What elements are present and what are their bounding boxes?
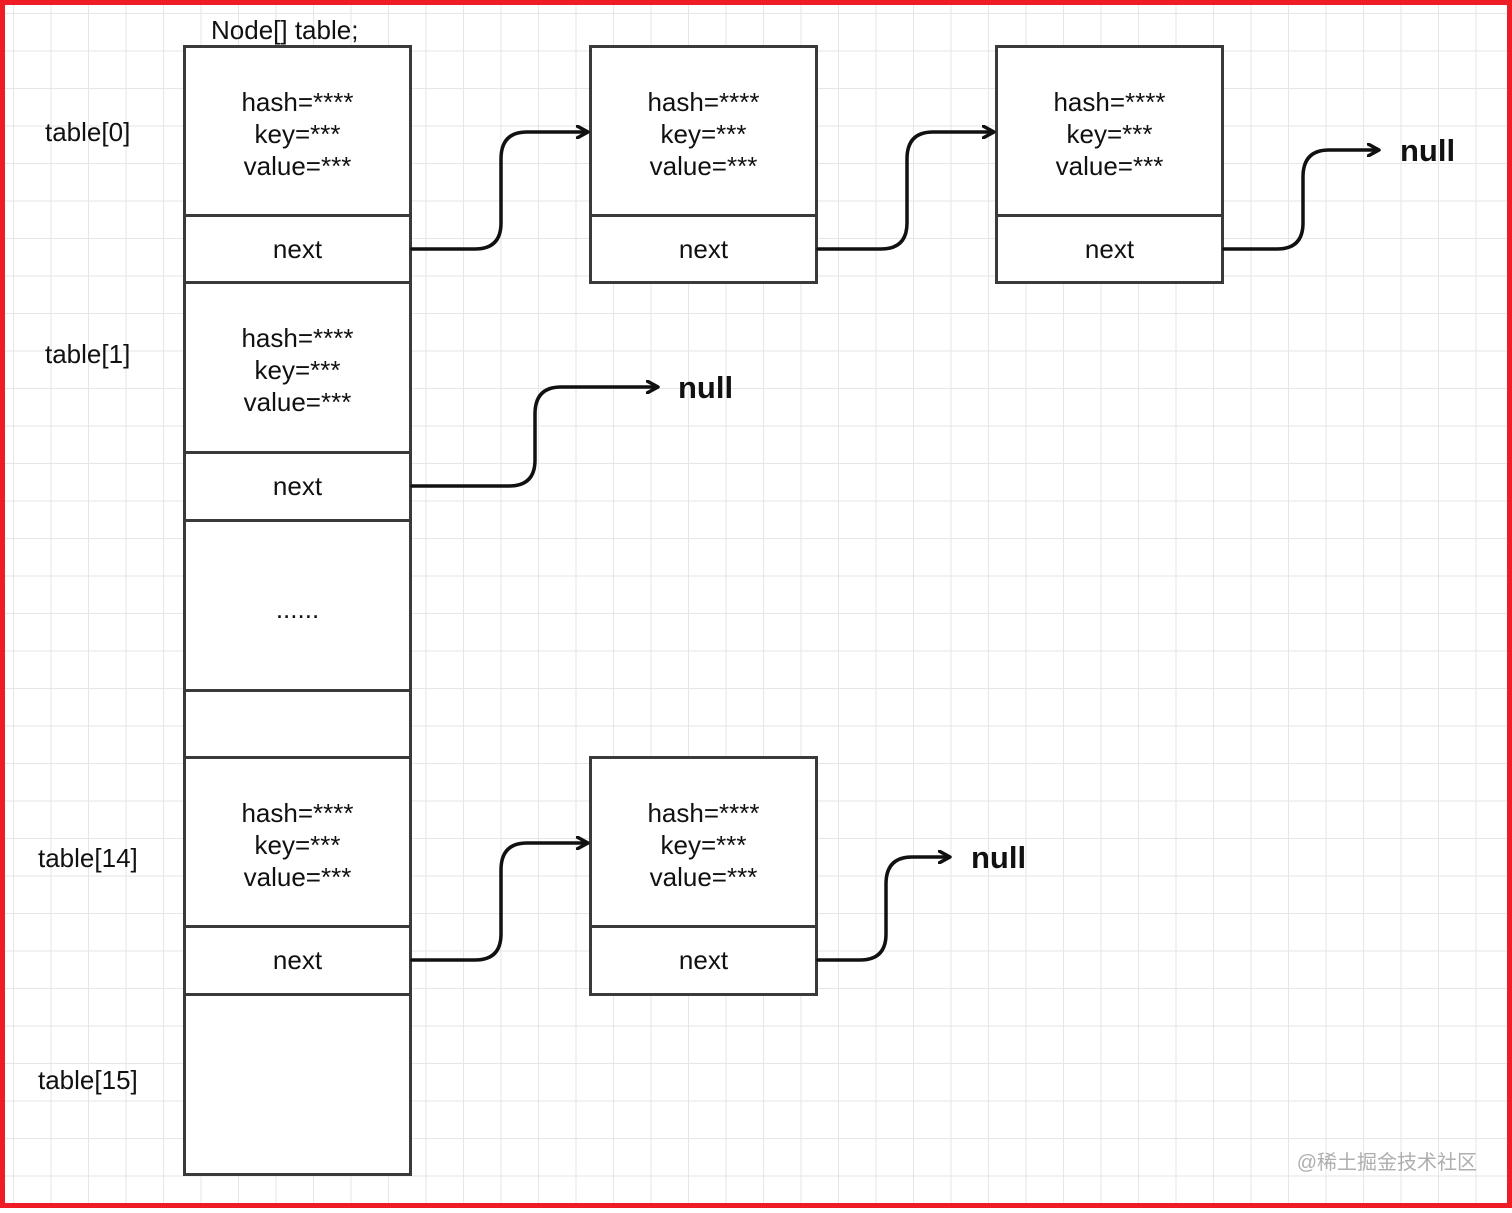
arrow-table1-to-null [410, 387, 657, 488]
arrow-table14-to-node2 [410, 843, 587, 962]
watermark: @稀土掘金技术社区 [1296, 1152, 1477, 1174]
value-field: value=*** [243, 862, 352, 892]
value-field: value=*** [243, 151, 352, 181]
next-field: next [272, 471, 323, 501]
next-field: next [1084, 233, 1135, 264]
key-field: key=*** [254, 830, 341, 860]
chain-0-node-2-next: next [589, 214, 818, 284]
chain-0-node-3-next: next [995, 214, 1224, 284]
arrow-node3-to-null [1222, 150, 1378, 251]
value-field: value=*** [243, 387, 352, 417]
next-field: next [678, 233, 729, 264]
hash-field: hash=**** [1053, 87, 1166, 117]
label-table-1: table[1] [45, 339, 131, 369]
arrow-node2-to-node3 [816, 132, 993, 251]
hash-field: hash=**** [241, 323, 354, 353]
array-title: Node[] table; [211, 15, 359, 45]
table-15-cell [183, 993, 412, 1176]
key-field: key=*** [1066, 119, 1153, 149]
value-field: value=*** [649, 862, 758, 892]
next-field: next [272, 945, 323, 975]
next-field: next [678, 945, 729, 975]
table-14-data-cell: hash=**** key=*** value=*** [183, 756, 412, 928]
hash-field: hash=**** [241, 87, 354, 117]
empty-cell [183, 689, 412, 759]
hash-field: hash=**** [241, 798, 354, 828]
value-field: value=*** [649, 151, 758, 181]
label-table-14: table[14] [38, 843, 138, 873]
null-label-chain-0: null [1400, 133, 1456, 168]
null-label-chain-14: null [971, 840, 1027, 875]
key-field: key=*** [254, 119, 341, 149]
hash-field: hash=**** [647, 87, 760, 117]
key-field: key=*** [254, 355, 341, 385]
key-field: key=*** [660, 119, 747, 149]
table-14-next-cell: next [183, 925, 412, 996]
next-field: next [272, 233, 323, 264]
key-field: key=*** [660, 830, 747, 860]
null-label-chain-1: null [678, 370, 734, 405]
label-table-0: table[0] [45, 117, 131, 147]
chain-0-node-3-data: hash=**** key=*** value=*** [995, 45, 1224, 217]
chain-14-node-2-data: hash=**** key=*** value=*** [589, 756, 818, 928]
hash-field: hash=**** [647, 798, 760, 828]
label-table-15: table[15] [38, 1065, 138, 1095]
ellipsis-text: ...... [275, 594, 320, 624]
table-0-data-cell: hash=**** key=*** value=*** [183, 45, 412, 217]
value-field: value=*** [1055, 151, 1164, 181]
table-1-next-cell: next [183, 451, 412, 522]
chain-14-node-2-next: next [589, 925, 818, 996]
table-1-data-cell: hash=**** key=*** value=*** [183, 281, 412, 454]
connector-layer [410, 5, 1512, 962]
arrow-table0-to-node2 [410, 132, 587, 251]
arrow-chain14-node2-to-null [816, 857, 949, 962]
chain-0-node-2-data: hash=**** key=*** value=*** [589, 45, 818, 217]
